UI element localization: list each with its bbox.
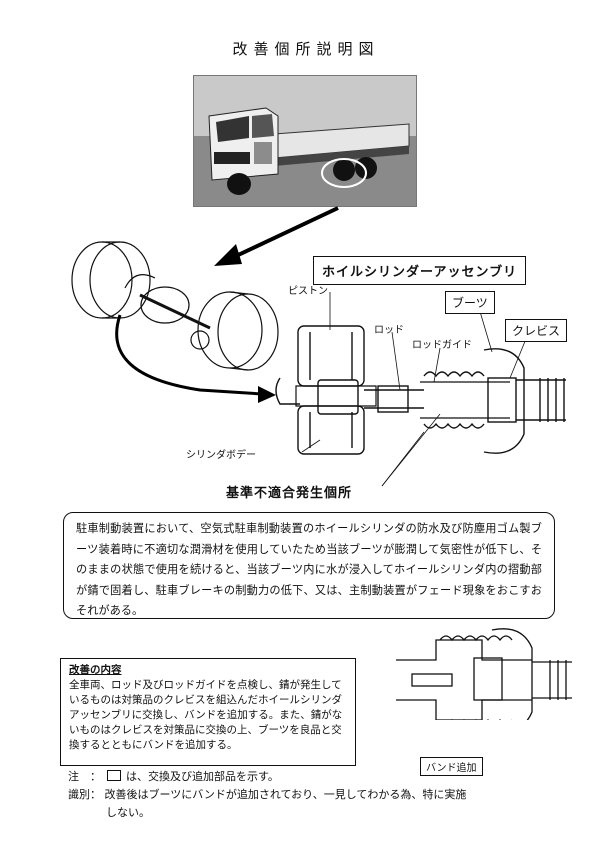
pointer-arrow-line xyxy=(235,206,339,258)
truck-photo xyxy=(193,75,417,207)
improvement-box: 改善の内容 全車両、ロッド及びロッドガイドを点検し、錆が発生しているものは対策品… xyxy=(60,658,356,766)
pointer-arrowhead xyxy=(214,244,242,266)
wheel-cylinder-section xyxy=(275,325,566,455)
boots-label: ブーツ xyxy=(445,291,495,314)
curved-arrow xyxy=(115,314,263,396)
rod-guide-label: ロッドガイド xyxy=(412,340,472,351)
note-line: 注 ： は、交換及び追加部品を示す。 xyxy=(68,768,279,784)
ident-text: 改善後はブーツにバンドが追加されており、一見してわかる為、特に実施 xyxy=(104,788,467,801)
band-added-label: バンド追加 xyxy=(420,757,483,776)
square-symbol-icon xyxy=(106,770,121,781)
identification-line-2: しない。 xyxy=(106,806,150,819)
defect-description: 駐車制動装置において、空気式駐車制動装置のホイールシリンダの防水及び防塵用ゴム製… xyxy=(63,512,555,619)
curved-arrowhead xyxy=(258,386,276,403)
improved-cylinder-section xyxy=(396,628,572,720)
page-title: 改善個所説明図 xyxy=(232,40,380,58)
improvement-title: 改善の内容 xyxy=(69,664,122,676)
piston-label: ピストン xyxy=(288,286,328,297)
improvement-body: 全車両、ロッド及びロッドガイドを点検し、錆が発生しているものは対策品のクレビスを… xyxy=(69,679,343,751)
cylinder-body-label: シリンダボデー xyxy=(186,450,256,461)
note-prefix: 注 ： xyxy=(68,770,101,783)
note-text: は、交換及び追加部品を示す。 xyxy=(126,770,279,783)
wheel-assembly-drawing xyxy=(71,241,279,371)
rod-label: ロッド xyxy=(374,325,404,336)
clevis-label: クレビス xyxy=(505,319,568,342)
truck-illustration xyxy=(194,76,416,206)
ident-prefix: 識別： xyxy=(68,788,101,801)
leader-lines xyxy=(301,292,529,487)
identification-line: 識別： 改善後はブーツにバンドが追加されており、一見してわかる為、特に実施 xyxy=(68,786,466,802)
brake-diagram xyxy=(71,206,572,720)
assembly-title: ホイルシリンダーアッセンブリ xyxy=(313,256,527,285)
defect-location-label: 基準不適合発生個所 xyxy=(226,486,353,501)
